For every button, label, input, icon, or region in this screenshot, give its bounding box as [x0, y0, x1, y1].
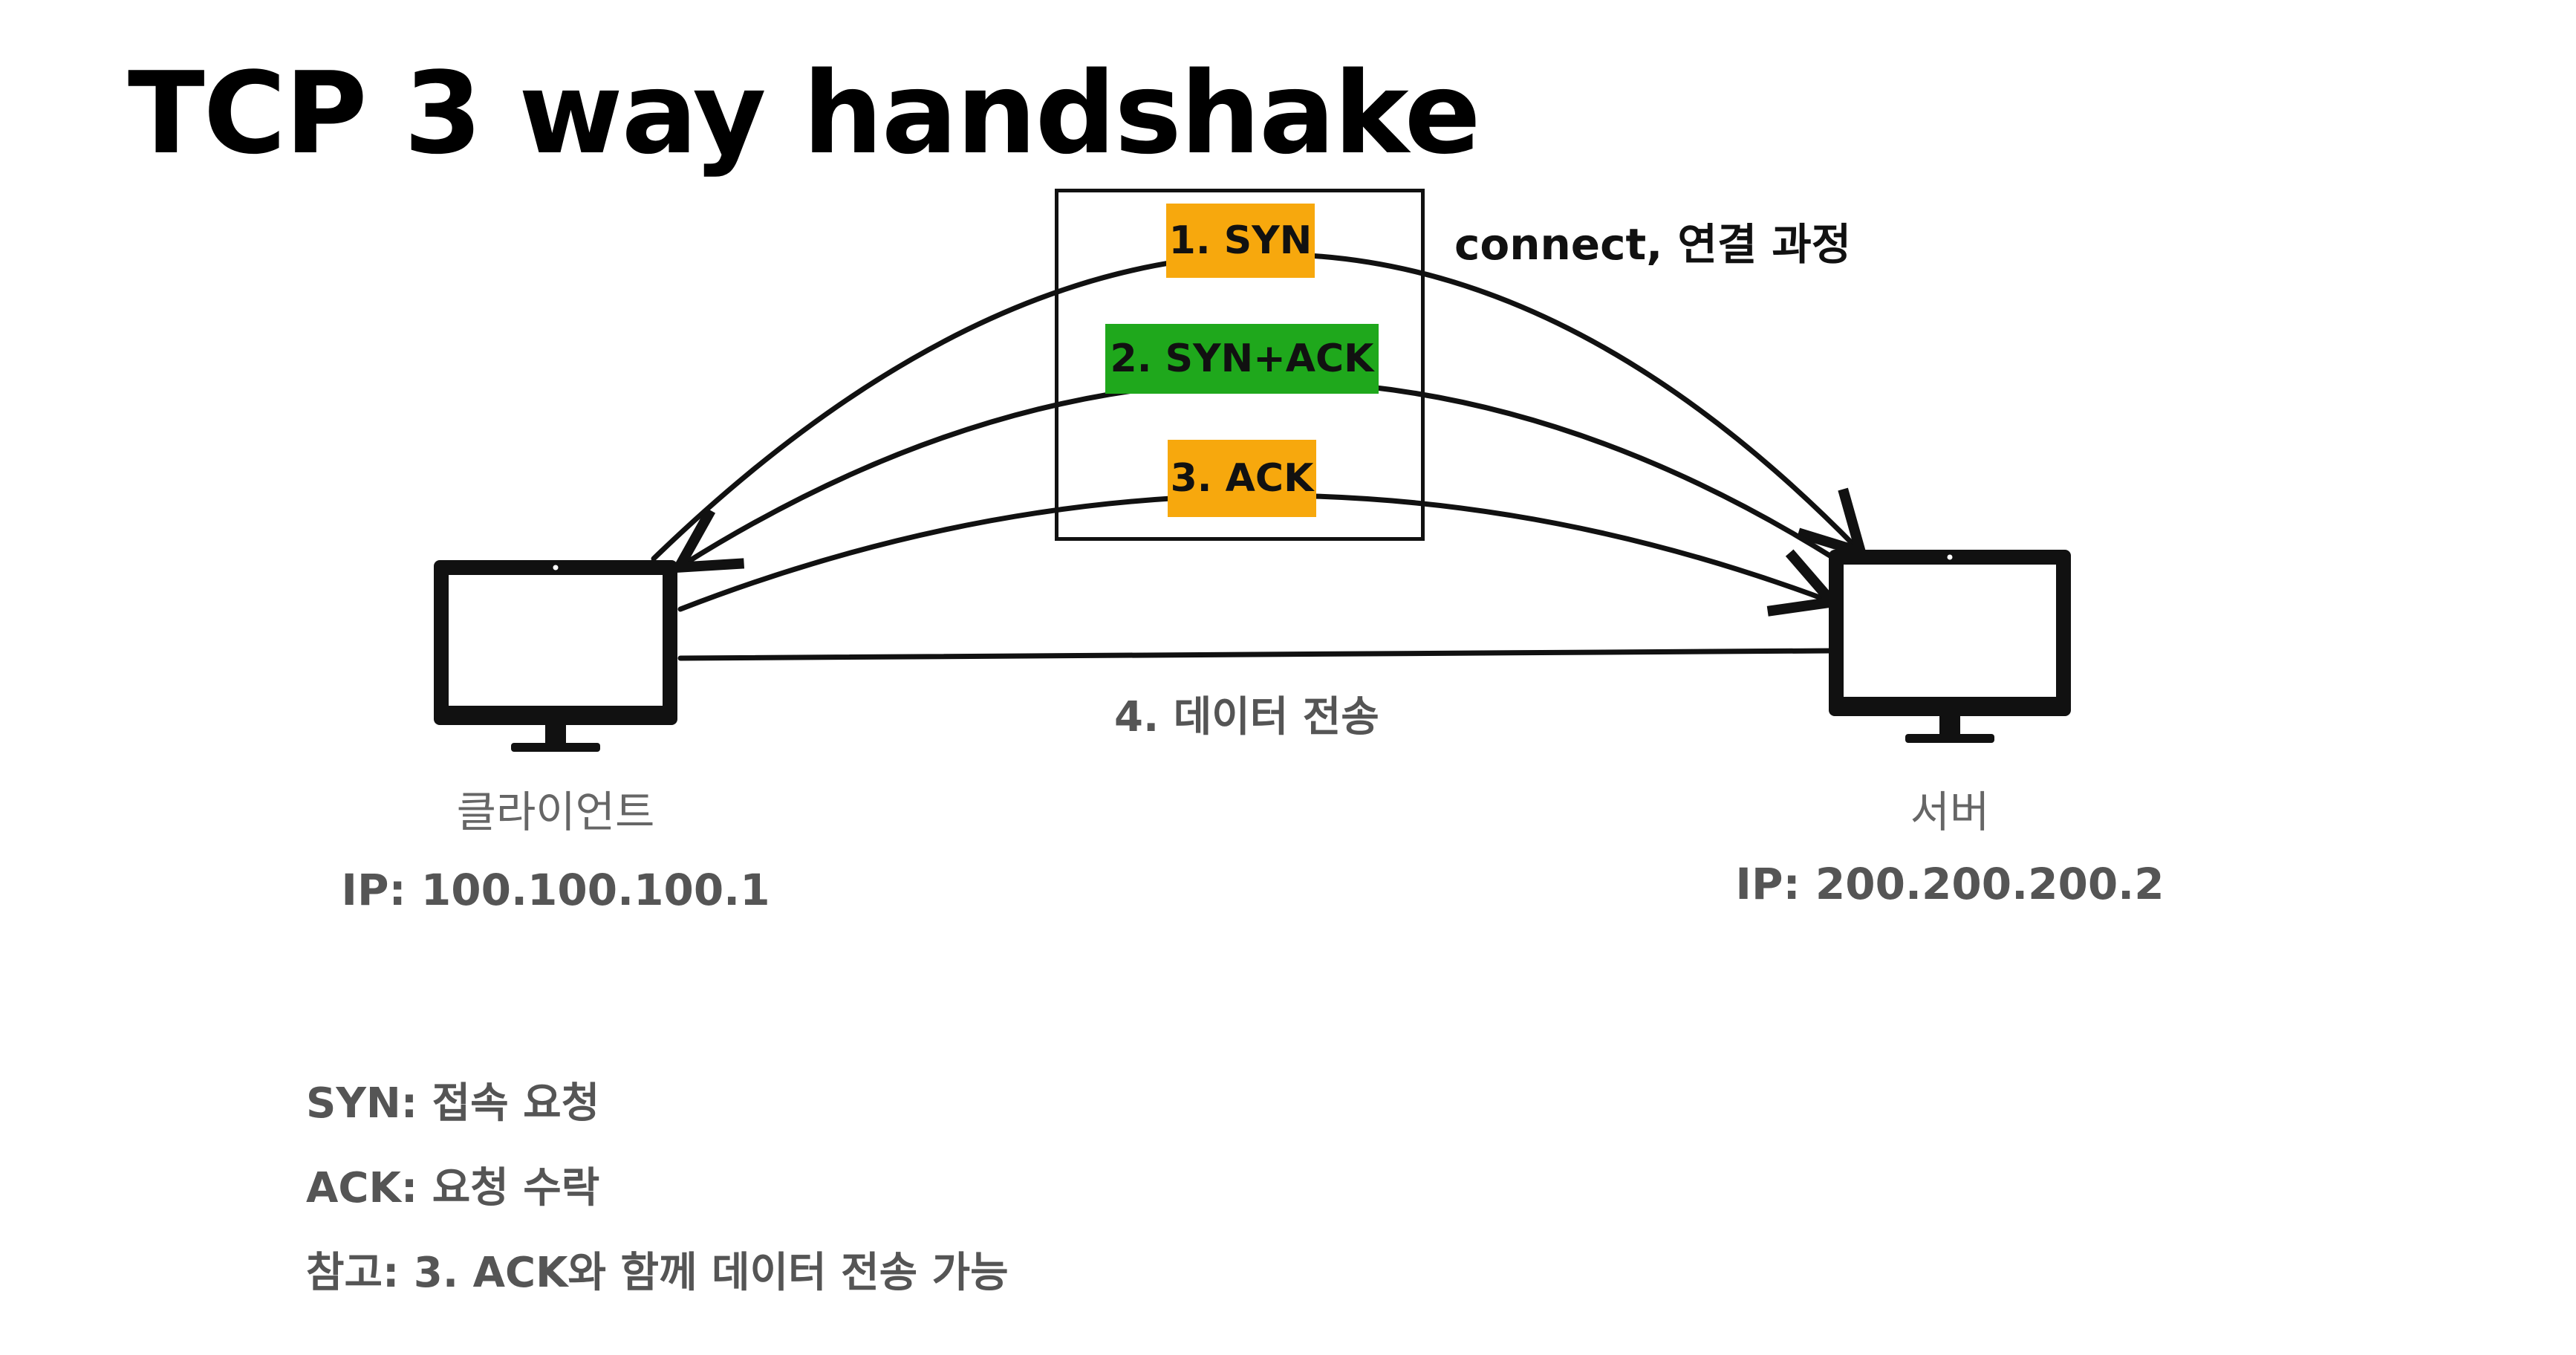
ack-step-label: 3. ACK: [1168, 440, 1316, 517]
legend-syn: SYN: 접속 요청: [306, 1079, 600, 1128]
data-transfer-line: [677, 648, 1832, 661]
page-title: TCP 3 way handshake: [128, 48, 1481, 179]
data-transfer-label: 4. 데이터 전송: [1114, 693, 1379, 741]
syn-step-label: 1. SYN: [1166, 204, 1315, 278]
syn-ack-step-label: 2. SYN+ACK: [1105, 324, 1379, 394]
client-ip: IP: 100.100.100.1: [341, 865, 770, 915]
connect-note: connect, 연결 과정: [1454, 219, 1852, 270]
server-monitor-icon: [1829, 550, 2071, 743]
handshake-steps-box: [1055, 189, 1425, 541]
client-monitor-icon: [434, 560, 677, 752]
server-ip: IP: 200.200.200.2: [1735, 859, 2164, 909]
legend-note: 참고: 3. ACK와 함께 데이터 전송 가능: [306, 1249, 1009, 1297]
client-name: 클라이언트: [456, 787, 655, 837]
legend-ack: ACK: 요청 수락: [306, 1164, 600, 1212]
server-name: 서버: [1910, 787, 1990, 837]
